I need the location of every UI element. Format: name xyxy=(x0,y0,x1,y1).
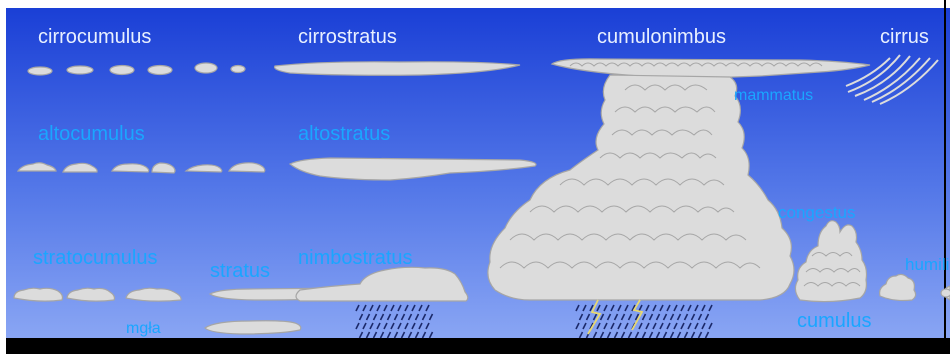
humilis-puff xyxy=(941,289,950,297)
label-stratus: stratus xyxy=(210,260,270,282)
label-cumulus: cumulus xyxy=(797,310,871,332)
fog-cloud xyxy=(205,321,301,334)
ground-strip xyxy=(6,338,950,354)
label-altostratus: altostratus xyxy=(298,123,390,145)
label-cirrus: cirrus xyxy=(880,26,929,48)
label-cirrocumulus: cirrocumulus xyxy=(38,26,151,48)
label-altocumulus: altocumulus xyxy=(38,123,145,145)
label-nimbostratus: nimbostratus xyxy=(298,247,413,269)
label-humilis: humilis xyxy=(905,255,950,274)
label-cumulonimbus: cumulonimbus xyxy=(597,26,726,48)
label-mammatus: mammatus xyxy=(734,87,813,104)
label-cirrostratus: cirrostratus xyxy=(298,26,397,48)
label-stratocumulus: stratocumulus xyxy=(33,247,158,269)
label-mgla: mgła xyxy=(126,320,161,337)
label-congestus: congestus xyxy=(778,203,856,222)
stratocumulus-clouds xyxy=(14,288,181,301)
